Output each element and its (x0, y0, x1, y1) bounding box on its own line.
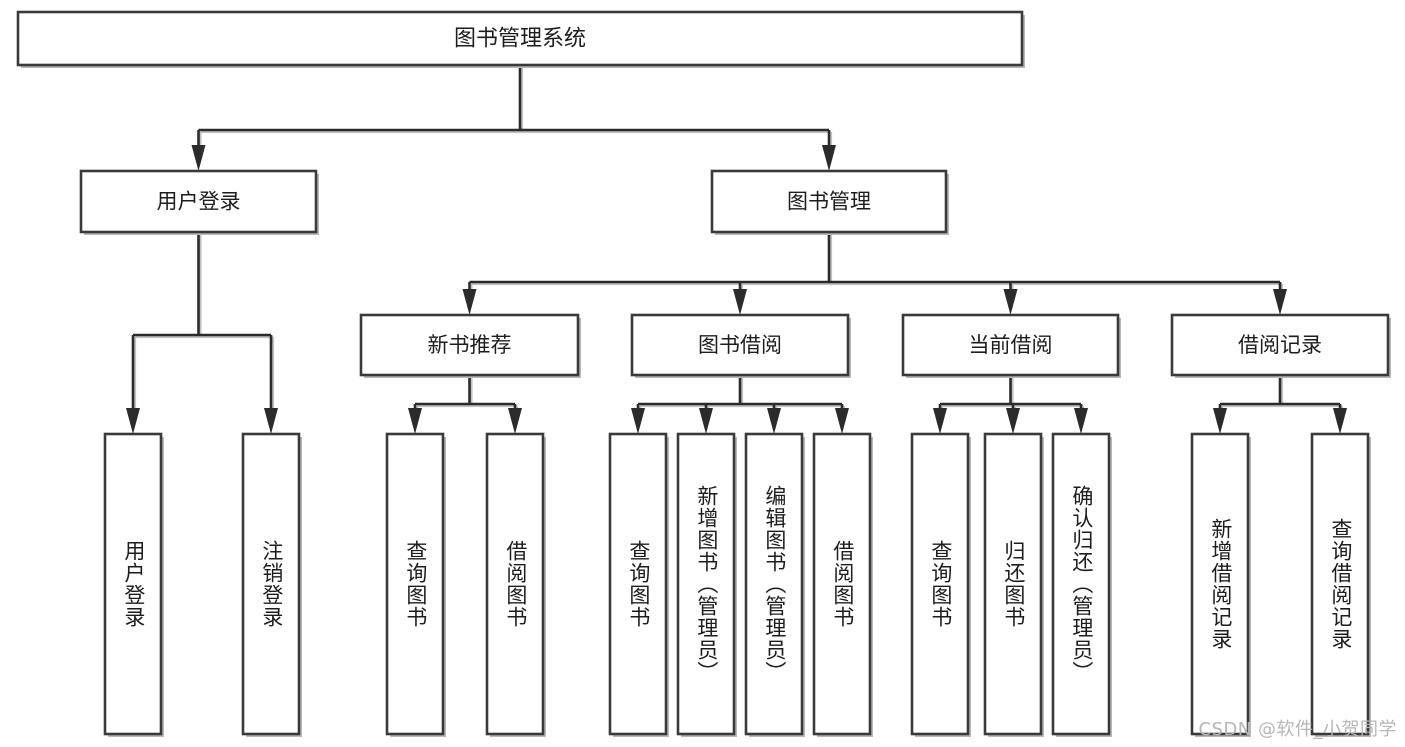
node-label-user-login: 用户登录 (157, 190, 241, 214)
leaf-box-leaf-query-book-2[interactable] (608, 432, 668, 736)
node-box-new-book-recommend[interactable] (359, 313, 580, 377)
node-box-borrow-record[interactable] (1170, 313, 1390, 377)
node-box-current-borrow[interactable] (901, 313, 1120, 377)
book-manage-arrow-2 (1003, 289, 1018, 315)
leaf-box-leaf-return-book[interactable] (983, 432, 1043, 736)
current-borrow-arrow-0 (933, 408, 947, 434)
book-borrow-arrow-3 (835, 408, 849, 434)
boxes-layer (16, 10, 1391, 737)
node-label-current-borrow: 当前借阅 (969, 333, 1053, 357)
user-login-arrow-1 (264, 408, 278, 434)
user-login-arrow-0 (126, 408, 140, 434)
leaf-box-leaf-add-book[interactable] (676, 432, 736, 736)
node-box-book-borrow[interactable] (630, 313, 850, 377)
leaf-box-leaf-query-book-3[interactable] (910, 432, 970, 736)
connectors-layer (126, 65, 1347, 434)
borrow-record-arrow-1 (1333, 408, 1347, 434)
book-manage-arrow-1 (733, 289, 747, 315)
new-book-recommend-arrow-0 (408, 408, 422, 434)
root-arrow-0 (191, 145, 206, 171)
book-borrow-arrow-2 (767, 408, 781, 434)
root-arrow-1 (822, 145, 836, 171)
watermark: CSDN @软件_小贺同学 (1198, 719, 1397, 740)
leaf-box-leaf-user-login[interactable] (103, 432, 163, 736)
leaf-box-leaf-borrow-book-1[interactable] (485, 432, 545, 736)
book-manage-arrow-0 (462, 289, 477, 315)
current-borrow-arrow-1 (1006, 408, 1020, 434)
leaf-box-leaf-user-logout[interactable] (241, 432, 301, 736)
leaf-box-leaf-add-record[interactable] (1190, 432, 1250, 736)
book-manage-arrow-3 (1273, 289, 1287, 315)
node-label-book-borrow: 图书借阅 (698, 333, 782, 357)
leaf-box-leaf-edit-book[interactable] (744, 432, 804, 736)
borrow-record-arrow-0 (1213, 408, 1227, 434)
node-label-book-manage: 图书管理 (787, 190, 871, 214)
node-box-book-manage[interactable] (710, 169, 948, 234)
node-box-user-login[interactable] (79, 169, 318, 234)
leaf-box-leaf-query-record[interactable] (1310, 432, 1370, 736)
new-book-recommend-arrow-1 (508, 408, 522, 434)
book-borrow-arrow-1 (699, 408, 713, 434)
leaf-box-leaf-query-book-1[interactable] (385, 432, 445, 736)
book-borrow-arrow-0 (631, 408, 645, 434)
current-borrow-arrow-2 (1074, 408, 1088, 434)
node-label-borrow-record: 借阅记录 (1238, 333, 1322, 357)
node-label-new-book-recommend: 新书推荐 (428, 333, 512, 357)
leaf-box-leaf-borrow-book-2[interactable] (812, 432, 872, 736)
node-box-root[interactable] (16, 10, 1024, 67)
leaf-box-leaf-confirm-return[interactable] (1051, 432, 1111, 736)
node-label-root: 图书管理系统 (454, 27, 586, 52)
